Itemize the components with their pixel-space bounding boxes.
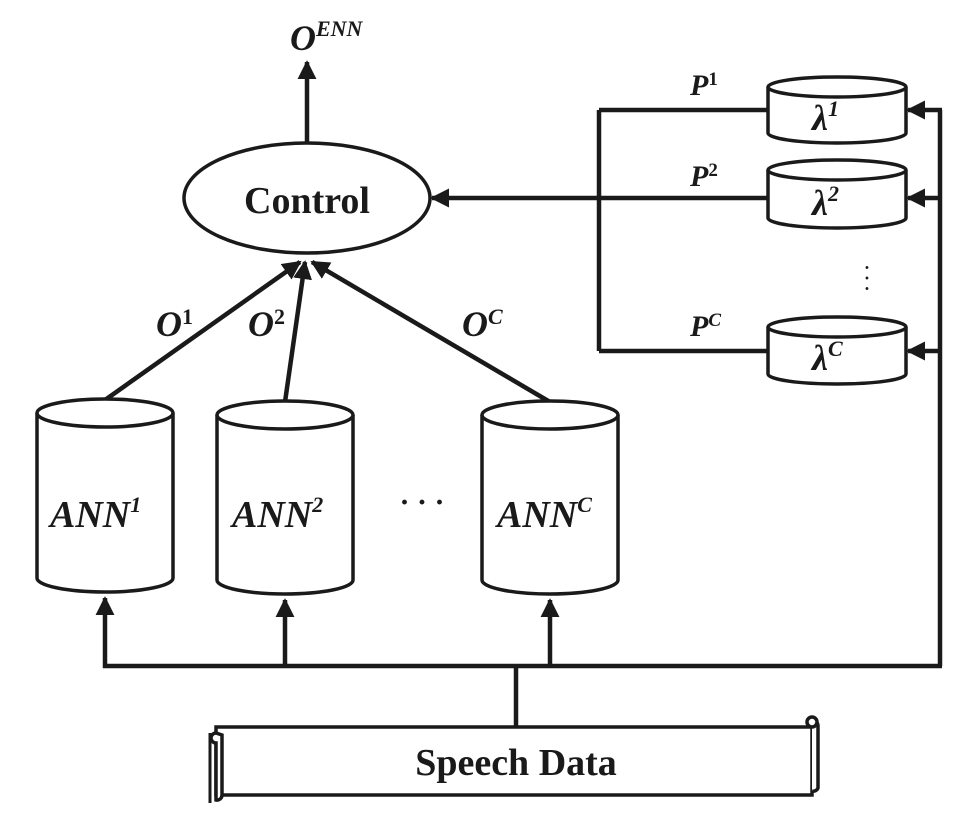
ann-c-label: ANNC xyxy=(495,492,592,536)
model-lambda-2: λ2 xyxy=(766,158,908,230)
arrow-ann1-control xyxy=(103,260,302,402)
arrow-annc-control xyxy=(310,260,552,404)
edge-label-oc: OC xyxy=(462,304,503,344)
model-lambda-1: λ1 xyxy=(766,75,908,145)
output-label: OENN xyxy=(290,16,364,58)
model-lambda-1-label: λ1 xyxy=(810,96,839,138)
arrow-ann2-control xyxy=(282,260,312,403)
lambda-vertical-ellipsis: · · · xyxy=(857,264,877,291)
edge-label-p2: P2 xyxy=(689,160,718,193)
edge-label-pc: PC xyxy=(689,310,721,343)
model-lambda-c: λC xyxy=(766,315,908,386)
ann-2: ANN2 xyxy=(215,399,355,596)
edge-label-o2: O2 xyxy=(248,304,285,344)
speech-data-label: Speech Data xyxy=(415,742,617,784)
ann-1-label: ANN1 xyxy=(48,492,141,536)
ann-c: ANNC xyxy=(480,399,620,596)
ann-2-label: ANN2 xyxy=(230,492,323,536)
ann-ellipsis: · · · xyxy=(399,486,444,519)
model-lambda-2-label: λ2 xyxy=(810,181,839,223)
edge-label-o1: O1 xyxy=(156,304,193,344)
control-label: Control xyxy=(244,180,370,222)
speech-data-scroll: Speech Data xyxy=(208,715,820,803)
control-node xyxy=(182,141,432,255)
ann-1: ANN1 xyxy=(35,397,175,594)
edge-label-p1: P1 xyxy=(689,69,718,102)
model-lambda-c-label: λC xyxy=(810,336,843,378)
